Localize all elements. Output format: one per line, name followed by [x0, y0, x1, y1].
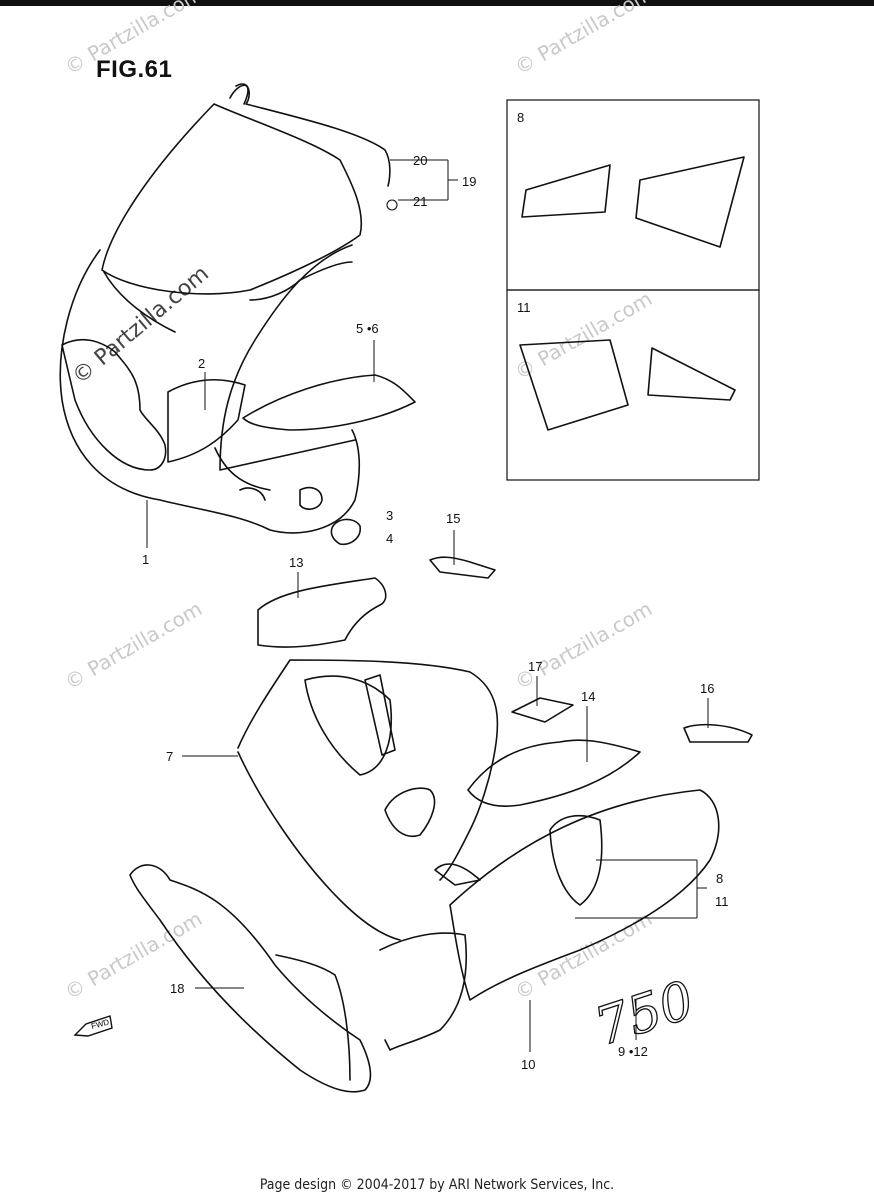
figure-title: FIG.61 — [96, 56, 173, 83]
watermark: © Partzilla.com — [61, 0, 207, 79]
callout-10: 10 — [521, 1057, 535, 1072]
decal-icon — [635, 156, 745, 248]
callout-4: 4 — [386, 531, 393, 546]
callout-14: 14 — [581, 689, 595, 704]
inset-box-8: 8 — [506, 99, 760, 291]
duct-part — [257, 577, 387, 648]
inner-cover-part — [467, 739, 641, 807]
under-fairing-part — [129, 864, 372, 1093]
callout-21: 21 — [413, 194, 427, 209]
callout-18: 18 — [170, 981, 184, 996]
top-rule — [0, 0, 874, 6]
watermark-dark: © Partzilla.com — [68, 261, 214, 389]
callout-16: 16 — [700, 681, 714, 696]
watermark: © Partzilla.com — [511, 596, 657, 694]
callout-15: 15 — [446, 511, 460, 526]
decal-icon — [521, 164, 611, 218]
callout-20: 20 — [413, 153, 427, 168]
watermark: © Partzilla.com — [511, 286, 657, 384]
clip-part — [683, 723, 753, 743]
grommet-icon — [386, 199, 398, 211]
inset-label: 11 — [517, 300, 531, 315]
lower-cowl-part — [237, 659, 720, 1051]
footer-copyright: Page design © 2004-2017 by ARI Network S… — [259, 1177, 615, 1193]
decal-icon — [519, 339, 629, 431]
callout-5-6: 5 •6 — [356, 321, 379, 336]
fwd-arrow-icon: FWD — [73, 1015, 113, 1037]
upper-cowl-part — [59, 249, 361, 534]
watermarks: © Partzilla.com © Partzilla.com © Partzi… — [61, 0, 657, 1004]
decal-icon — [647, 347, 736, 401]
inset-label: 8 — [517, 110, 524, 125]
callout-19: 19 — [462, 174, 476, 189]
inset-box-11: 11 — [506, 289, 760, 481]
leader-lines — [146, 159, 709, 1052]
side-trim-part — [167, 244, 356, 471]
callout-8: 8 — [716, 871, 723, 886]
callout-13: 13 — [289, 555, 303, 570]
clip-part — [429, 556, 496, 579]
fastener-part — [330, 518, 361, 546]
callout-17: 17 — [528, 659, 542, 674]
pad-part — [511, 697, 574, 723]
callout-1: 1 — [142, 552, 149, 567]
callout-2: 2 — [198, 356, 205, 371]
windscreen-part — [101, 83, 398, 333]
callout-9-12: 9 •12 — [618, 1044, 648, 1059]
callout-3: 3 — [386, 508, 393, 523]
watermark: © Partzilla.com — [511, 0, 657, 79]
watermark: © Partzilla.com — [61, 596, 207, 694]
callout-7: 7 — [166, 749, 173, 764]
inner-panel-part — [242, 374, 416, 431]
callouts: 20 21 19 2 5 •6 1 3 4 15 13 17 14 16 7 8… — [142, 153, 729, 1072]
callout-11: 11 — [715, 894, 729, 909]
